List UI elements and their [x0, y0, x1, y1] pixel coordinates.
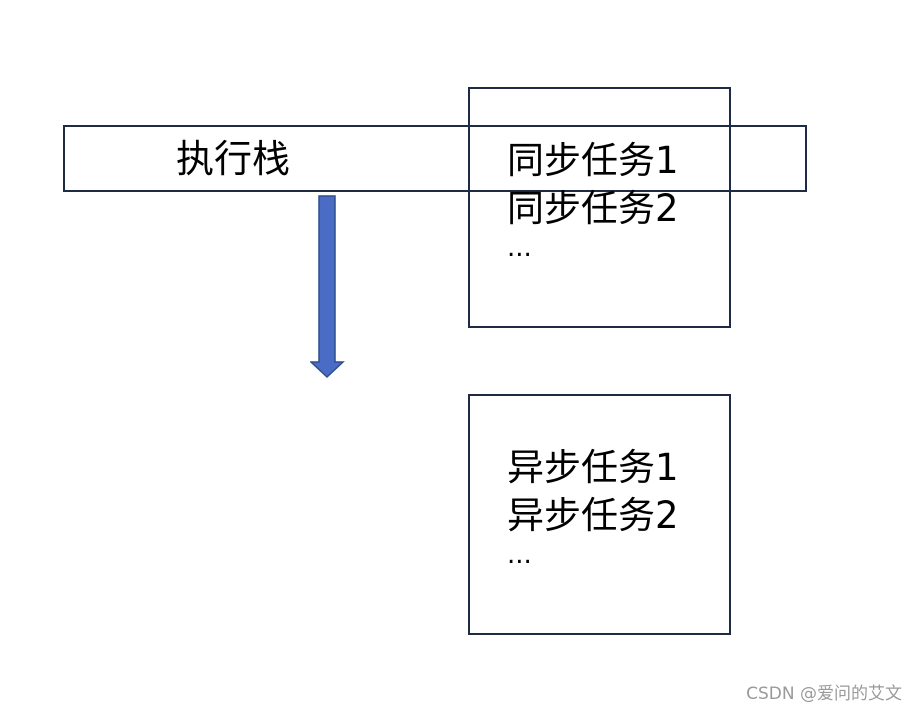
- async-task-item: 异步任务2: [507, 494, 679, 537]
- sync-task-box: [468, 87, 731, 328]
- down-arrow-shape: [310, 195, 345, 379]
- execution-stack-label: 执行栈: [176, 137, 291, 181]
- watermark-text: CSDN @爱问的艾文: [746, 684, 902, 704]
- async-task-box: [468, 394, 731, 635]
- sync-task-item: 同步任务1: [507, 139, 679, 182]
- async-task-ellipsis: ...: [507, 540, 532, 570]
- down-arrow-icon: [310, 195, 345, 379]
- sync-task-ellipsis: ...: [507, 233, 532, 263]
- sync-task-list: 同步任务1 同步任务2 ...: [507, 137, 679, 263]
- execution-stack-bar: [63, 125, 807, 192]
- async-task-list: 异步任务1 异步任务2 ...: [507, 444, 679, 570]
- sync-task-item: 同步任务2: [507, 187, 679, 230]
- async-task-item: 异步任务1: [507, 446, 679, 489]
